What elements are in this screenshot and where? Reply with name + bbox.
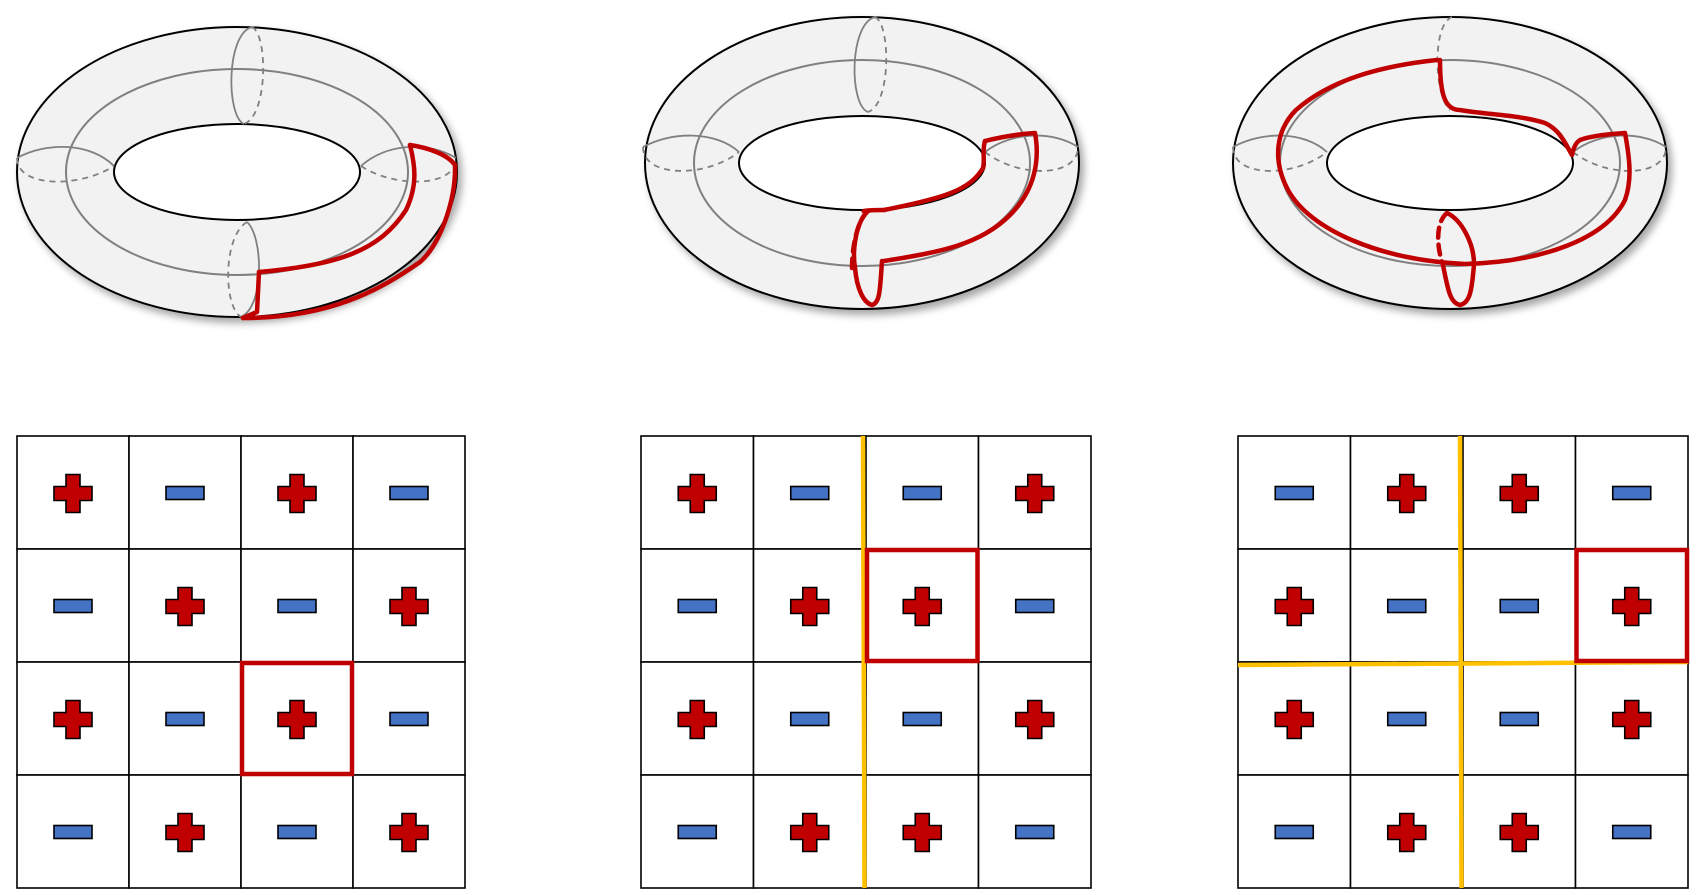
- minus-sign-icon: [789, 485, 830, 501]
- highlighted-cell: [864, 547, 980, 664]
- plus-sign-icon: [389, 586, 429, 627]
- plus-sign-icon: [165, 586, 205, 627]
- minus-sign-icon: [1386, 598, 1427, 614]
- plus-sign-icon: [1274, 699, 1315, 740]
- plus-sign-icon: [1611, 586, 1652, 627]
- plus-sign-icon: [677, 473, 718, 514]
- plus-sign-icon: [53, 699, 93, 740]
- vertical-cut-line: [860, 435, 867, 889]
- plus-sign-icon: [1386, 473, 1427, 514]
- minus-sign-icon: [902, 711, 943, 727]
- plus-sign-icon: [277, 699, 317, 740]
- minus-sign-icon: [677, 824, 718, 840]
- torus-3-loop: [1275, 57, 1632, 308]
- plus-sign-icon: [1014, 699, 1055, 740]
- torus-2-loop: [849, 130, 1039, 308]
- minus-sign-icon: [1611, 485, 1652, 501]
- minus-sign-icon: [1274, 824, 1315, 840]
- plus-sign-icon: [789, 586, 830, 627]
- plus-sign-icon: [53, 473, 93, 514]
- highlighted-cell: [239, 660, 355, 777]
- torus-1-loop: [240, 142, 458, 321]
- minus-sign-icon: [277, 824, 317, 840]
- plus-sign-icon: [789, 812, 830, 853]
- minus-sign-icon: [789, 711, 830, 727]
- plus-sign-icon: [902, 812, 943, 853]
- highlighted-cell: [1574, 547, 1690, 664]
- plus-sign-icon: [1274, 586, 1315, 627]
- minus-sign-icon: [53, 598, 93, 614]
- plus-sign-icon: [1386, 812, 1427, 853]
- minus-sign-icon: [677, 598, 718, 614]
- minus-sign-icon: [1274, 485, 1315, 501]
- minus-sign-icon: [1499, 711, 1540, 727]
- plus-sign-icon: [1499, 473, 1540, 514]
- grid-1: [16, 435, 466, 889]
- minus-sign-icon: [1014, 824, 1055, 840]
- plus-sign-icon: [165, 812, 205, 853]
- torus-3: [1232, 16, 1668, 310]
- grid-3: [1237, 435, 1690, 889]
- minus-sign-icon: [53, 824, 93, 840]
- minus-sign-icon: [165, 711, 205, 727]
- plus-sign-icon: [1499, 812, 1540, 853]
- minus-sign-icon: [1386, 711, 1427, 727]
- minus-sign-icon: [1611, 824, 1652, 840]
- minus-sign-icon: [277, 598, 317, 614]
- plus-sign-icon: [1611, 699, 1652, 740]
- torus-1: [16, 26, 458, 321]
- plus-sign-icon: [677, 699, 718, 740]
- minus-sign-icon: [165, 485, 205, 501]
- torus-2: [642, 16, 1080, 310]
- spin-grids: [16, 435, 1690, 889]
- minus-sign-icon: [1014, 598, 1055, 614]
- plus-sign-icon: [277, 473, 317, 514]
- plus-sign-icon: [1014, 473, 1055, 514]
- plus-sign-icon: [902, 586, 943, 627]
- grid-2: [640, 435, 1092, 889]
- minus-sign-icon: [902, 485, 943, 501]
- minus-sign-icon: [389, 485, 429, 501]
- minus-sign-icon: [1499, 598, 1540, 614]
- plus-sign-icon: [389, 812, 429, 853]
- minus-sign-icon: [389, 711, 429, 727]
